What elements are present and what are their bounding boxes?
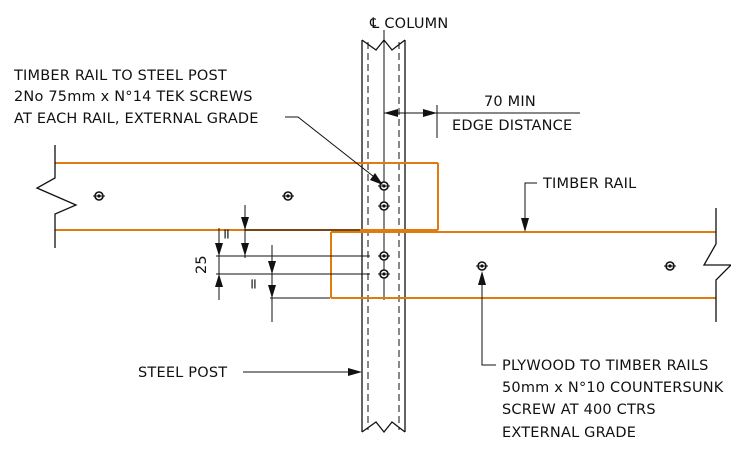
dimension-25-label: 25	[194, 255, 210, 274]
tek-screw	[378, 269, 390, 279]
note-plywood-line1: PLYWOOD TO TIMBER RAILS	[502, 358, 709, 374]
screw-spacing-dimension	[215, 205, 370, 322]
plywood-screw	[664, 261, 676, 271]
note-plywood-line2: 50mm x N°10 COUNTERSUNK	[502, 380, 724, 396]
steel-post	[361, 38, 406, 434]
steel-post-label: STEEL POST	[138, 365, 227, 381]
note-timber-rail-to-post-line3: AT EACH RAIL, EXTERNAL GRADE	[14, 111, 259, 127]
equal-mark-lower: =	[246, 278, 262, 290]
note-timber-rail-to-post-line2: 2No 75mm x N°14 TEK SCREWS	[14, 89, 253, 105]
min-distance-label: 70 MIN	[484, 94, 536, 110]
note-plywood-line4: EXTERNAL GRADE	[502, 425, 636, 441]
plywood-screw	[476, 261, 488, 271]
note-timber-rail-to-post-line1: TIMBER RAIL TO STEEL POST	[13, 68, 227, 84]
leader-steel-post	[243, 368, 362, 376]
tek-screw	[378, 251, 390, 261]
edge-distance-dimension	[384, 105, 580, 138]
edge-distance-label: EDGE DISTANCE	[452, 118, 572, 134]
equal-mark-upper: =	[219, 228, 235, 240]
timber-rail-lower	[330, 208, 731, 322]
leader-plywood-screw	[478, 271, 496, 366]
leader-tek-screws	[285, 116, 383, 185]
timber-rail-label: TIMBER RAIL	[542, 176, 636, 192]
plywood-screw	[282, 191, 294, 201]
tek-screw	[378, 201, 390, 211]
column-label: ℄ COLUMN	[369, 16, 448, 32]
note-plywood-line3: SCREW AT 400 CTRS	[502, 402, 656, 418]
tek-screw	[378, 181, 390, 191]
plywood-screw	[93, 191, 105, 201]
leader-timber-rail	[521, 182, 537, 232]
